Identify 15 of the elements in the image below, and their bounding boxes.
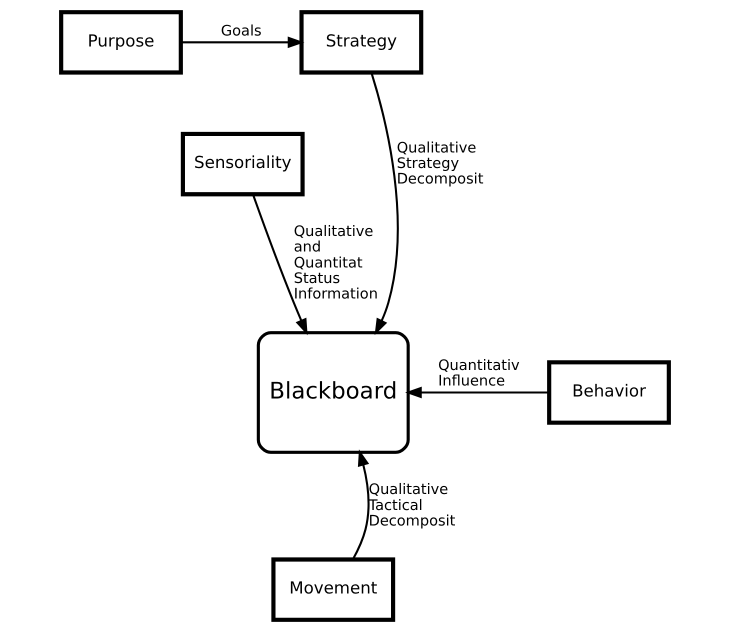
arrow [405,386,549,398]
edge-label: Qualitative Strategy Decomposit [396,139,484,188]
node-box: Blackboard [256,331,410,454]
edge-label: Quantitativ Influence [438,356,520,390]
node-box: Sensoriality [180,132,305,196]
node-box: Behavior [547,360,671,425]
node-box: Strategy [299,10,424,75]
node-box: Purpose [59,10,183,75]
edge-label: Goals [220,22,262,40]
arrow [181,36,304,48]
node-box: Movement [271,557,396,622]
arrow [370,72,399,336]
arrow [352,449,370,560]
arrow [252,194,308,336]
edge-label: Qualitative and Quantitat Status Information [294,223,378,303]
